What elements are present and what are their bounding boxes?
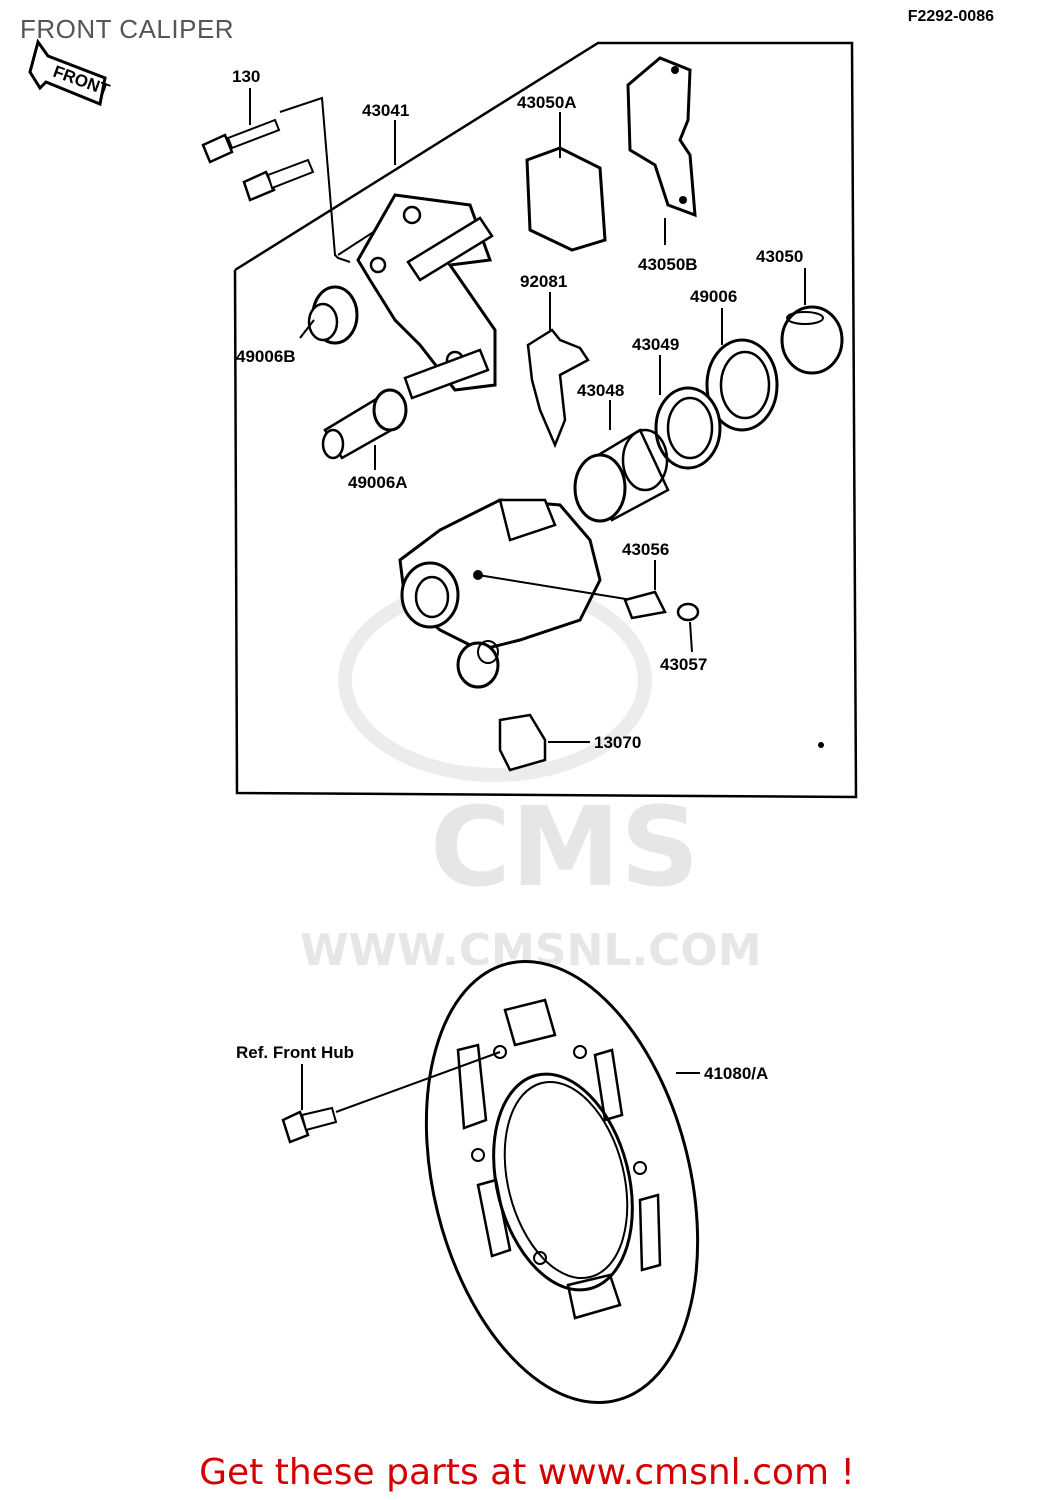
- label-92081: 92081: [520, 272, 567, 291]
- figure-code: F2292-0086: [907, 8, 994, 25]
- label-43056: 43056: [622, 540, 669, 559]
- label-13070: 13070: [594, 733, 641, 752]
- leader-lines: [249, 88, 806, 1110]
- label-49006A: 49006A: [348, 473, 408, 492]
- clip-13070: [498, 713, 590, 772]
- label-43050: 43050: [756, 247, 803, 266]
- boot-49006B: [307, 285, 359, 345]
- seal-49006: [705, 338, 779, 432]
- label-43057: 43057: [660, 655, 707, 674]
- bleeder-43056: [623, 560, 667, 620]
- bolt-130: [201, 118, 315, 202]
- cap-43057: [676, 602, 700, 653]
- marker-dot: [818, 742, 824, 748]
- brake-pad-43050A: [525, 146, 607, 252]
- brake-disc-41080A: [424, 959, 700, 1405]
- label-43048: 43048: [577, 381, 624, 400]
- label-49006B: 49006B: [236, 347, 296, 366]
- caliper-body: [398, 498, 633, 689]
- pin-49006A: [321, 388, 408, 460]
- label-ref-front-hub: Ref. Front Hub: [236, 1043, 354, 1062]
- piston-43048: [573, 428, 670, 523]
- spring-92081: [526, 328, 590, 449]
- label-41080A: 41080/A: [704, 1064, 768, 1083]
- hub-bolt: [281, 1051, 501, 1144]
- label-43041: 43041: [362, 101, 409, 120]
- label-130: 130: [232, 67, 260, 86]
- bracket-outline: [279, 96, 351, 263]
- caliper-bracket-43041: [356, 193, 497, 400]
- label-43050A: 43050A: [517, 93, 577, 112]
- label-43050B: 43050B: [638, 255, 698, 274]
- front-arrow-icon: FRONT: [28, 38, 113, 107]
- watermark-brand: CMS: [430, 783, 699, 911]
- label-49006: 49006: [690, 287, 737, 306]
- label-43049: 43049: [632, 335, 679, 354]
- seal-43049: [654, 386, 722, 470]
- parts-diagram: CMS WWW.CMSNL.COM FRONT: [28, 38, 858, 1405]
- page-title: FRONT CALIPER: [20, 14, 235, 44]
- cap-43050: [780, 305, 844, 375]
- brake-pad-43050B: [626, 56, 697, 218]
- assembly-outline: [233, 41, 858, 799]
- footer-cta-link[interactable]: Get these parts at www.cmsnl.com !: [199, 1452, 855, 1493]
